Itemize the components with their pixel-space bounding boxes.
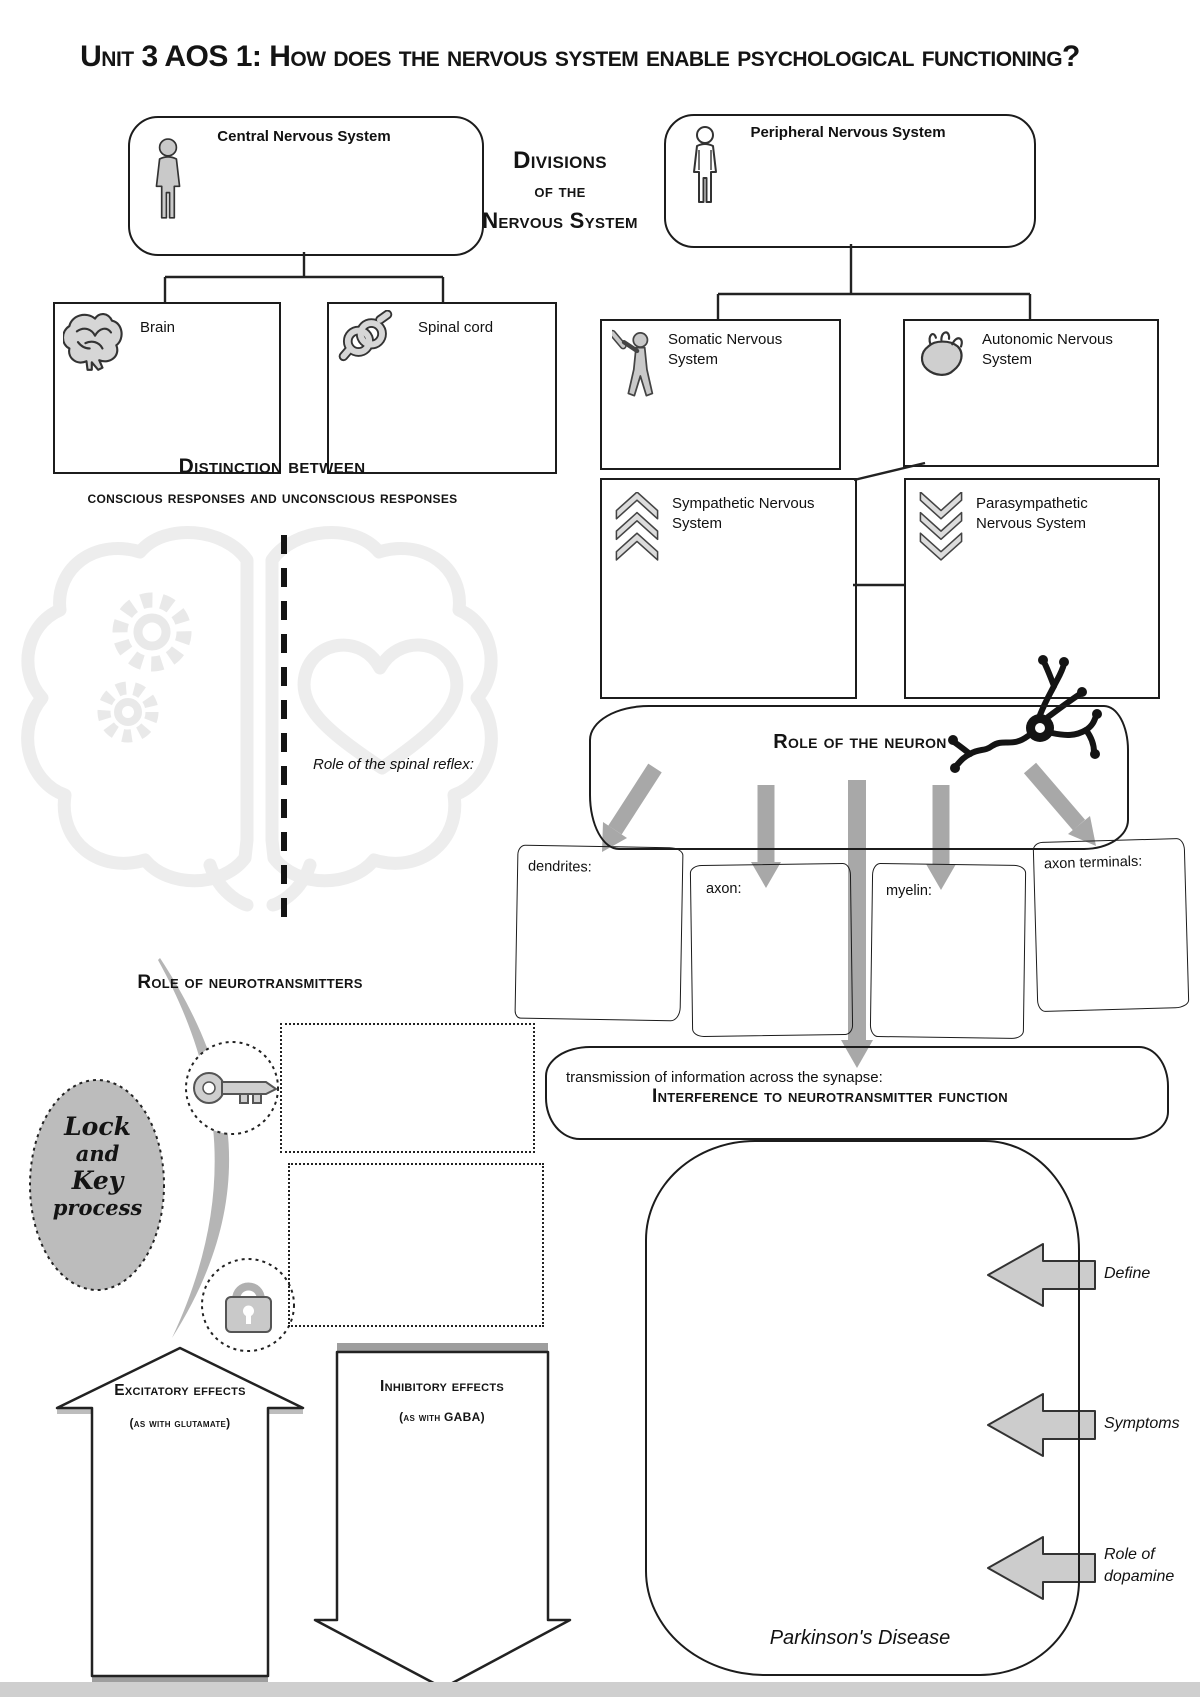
spinal-reflex-label: Role of the spinal reflex:	[313, 756, 474, 773]
synapse-label: transmission of information across the s…	[566, 1069, 883, 1086]
brain-icon	[63, 313, 123, 371]
lock-key-line1: Lock	[64, 1112, 131, 1141]
sympathetic-box	[600, 478, 857, 699]
heart-icon	[920, 331, 963, 376]
role-of-neurotransmitters-heading: Role of neurotransmitters	[137, 972, 363, 993]
person-outline-icon	[693, 126, 717, 203]
brain-label: Brain	[140, 319, 176, 336]
dendrites-label: dendrites:	[527, 858, 592, 876]
inhibitory-subtitle: (as with GABA)	[399, 1410, 485, 1424]
synapse-box	[545, 1046, 1169, 1140]
neurotransmitter-note-box-1	[280, 1023, 535, 1153]
page-edge-strip	[0, 1682, 1200, 1697]
excitatory-subtitle: (as with glutamate)	[129, 1416, 231, 1430]
distinction-heading-line2: conscious responses and unconscious resp…	[87, 489, 458, 507]
interference-heading: Interference to neurotransmitter functio…	[651, 1086, 1008, 1107]
cns-label: Central Nervous System	[217, 128, 391, 145]
symptoms-label: Symptoms	[1104, 1415, 1180, 1432]
axon-label: axon:	[706, 881, 742, 897]
parasympathetic-label: Parasympathetic Nervous System	[976, 495, 1088, 533]
tree-connectors	[163, 244, 1032, 587]
somatic-label: Somatic Nervous System	[668, 331, 783, 369]
lock-key-ellipse	[29, 1079, 165, 1291]
neurotransmitter-note-box-2	[288, 1163, 544, 1327]
divisions-heading-line3: Nervous System	[482, 208, 638, 233]
role-of-neuron-heading: Role of the neuron	[773, 731, 947, 753]
axon-terminals-label: axon terminals:	[1043, 853, 1143, 873]
excitatory-arrow	[55, 1346, 305, 1686]
pns-label: Peripheral Nervous System	[750, 124, 946, 141]
gear-icon	[97, 592, 192, 743]
knot-icon	[338, 310, 393, 362]
person-filled-icon	[155, 138, 181, 219]
excitatory-title: Excitatory effects	[114, 1382, 246, 1399]
myelin-label: myelin:	[886, 883, 932, 899]
inhibitory-arrow	[313, 1343, 572, 1690]
dashed-divider	[281, 535, 287, 927]
key-icon	[193, 1072, 278, 1104]
parasympathetic-box	[904, 478, 1160, 699]
inhibitory-title: Inhibitory effects	[379, 1378, 505, 1395]
role-of-dopamine-label: Role of dopamine	[1104, 1546, 1175, 1585]
parkinsons-label: Parkinson's Disease	[769, 1627, 951, 1649]
lock-key-line4: process	[52, 1195, 143, 1220]
chevrons-down-icon	[919, 492, 963, 561]
lock-key-line3: Key	[71, 1166, 124, 1195]
parkinsons-box	[645, 1140, 1080, 1676]
lock-key-text: Lock and Key process	[40, 1112, 155, 1220]
distinction-heading-line1: Distinction between	[178, 455, 366, 478]
padlock-icon	[225, 1282, 272, 1333]
divisions-heading-line2: of the	[534, 181, 586, 202]
role-of-neuron-box	[589, 705, 1129, 850]
divisions-heading-line1: Divisions	[513, 147, 607, 174]
batter-icon	[612, 329, 654, 397]
define-label: Define	[1104, 1265, 1151, 1282]
lock-key-arc	[158, 958, 230, 1338]
autonomic-label: Autonomic Nervous System	[982, 331, 1113, 369]
cns-box	[128, 116, 484, 256]
spinal-cord-label: Spinal cord	[418, 319, 494, 336]
page-title: Unit 3 AOS 1: How does the nervous syste…	[80, 40, 1080, 73]
sympathetic-label: Sympathetic Nervous System	[672, 495, 815, 533]
lock-key-line2: and	[75, 1141, 120, 1166]
chevrons-up-icon	[615, 492, 659, 561]
